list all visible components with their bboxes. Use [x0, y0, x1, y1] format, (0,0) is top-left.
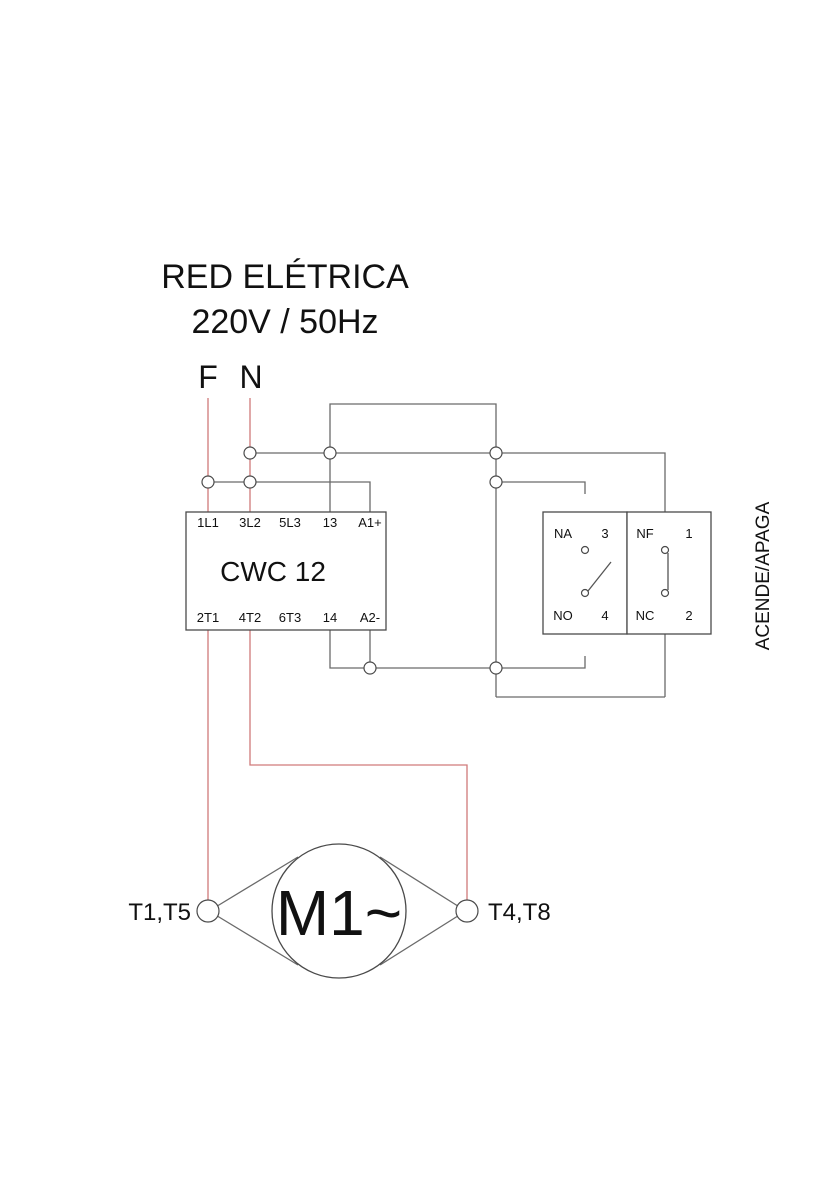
pushbutton-caption: ACENDE/APAGA: [753, 501, 774, 650]
neutral-label: N: [239, 359, 262, 395]
na-label: NA: [554, 526, 572, 541]
terminal-13: 13: [323, 515, 337, 530]
supply-title: RED ELÉTRICA: [161, 258, 409, 296]
terminal-1l1: 1L1: [197, 515, 219, 530]
pushbutton-block: NA 3 NO 4 NF 1 NC 2: [543, 512, 711, 634]
nf-num-2: 2: [685, 608, 692, 623]
terminal-14: 14: [323, 610, 337, 625]
terminal-2t1: 2T1: [197, 610, 219, 625]
supply-rating: 220V / 50Hz: [191, 303, 378, 341]
phase-label: F: [198, 359, 218, 395]
terminal-5l3: 5L3: [279, 515, 301, 530]
contactor-model: CWC 12: [220, 556, 326, 587]
nc-label: NC: [636, 608, 655, 623]
no-label: NO: [553, 608, 573, 623]
motor-terminal-left: [197, 900, 219, 922]
na-num-4: 4: [601, 608, 608, 623]
na-num-3: 3: [601, 526, 608, 541]
terminal-3l2: 3L2: [239, 515, 261, 530]
terminal-6t3: 6T3: [279, 610, 301, 625]
nf-label: NF: [636, 526, 653, 541]
terminal-a1: A1+: [358, 515, 382, 530]
terminal-a2: A2-: [360, 610, 380, 625]
motor-terminal-right-label: T4,T8: [488, 899, 551, 926]
nf-num-1: 1: [685, 526, 692, 541]
motor-terminal-right: [456, 900, 478, 922]
power-wiring: [208, 398, 467, 900]
motor-label: M1~: [276, 877, 402, 949]
terminal-4t2: 4T2: [239, 610, 261, 625]
contactor-block: 1L1 3L2 5L3 13 A1+ CWC 12 2T1 4T2 6T3 14…: [186, 512, 386, 630]
motor-terminal-left-label: T1,T5: [128, 899, 191, 926]
